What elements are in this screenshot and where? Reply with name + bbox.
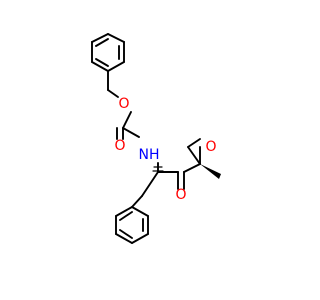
epoxide-bond — [187, 138, 201, 148]
ring-bond — [107, 33, 125, 43]
molecule-diagram: O O NH O O — [91, 33, 221, 244]
carbonyl-c-to-n-bond — [122, 127, 140, 138]
ch2-to-ring-bond — [131, 195, 143, 208]
atom-labels: O O NH O O — [114, 96, 216, 203]
o-to-carbonyl-c-bond — [122, 111, 132, 129]
ketone-oxygen-label: O — [175, 187, 186, 203]
ch2-to-o-bond — [107, 89, 119, 98]
methyl-wedge-bond — [200, 164, 221, 179]
ring-bond — [131, 233, 149, 244]
ring-bond — [91, 33, 109, 43]
epoxide-ring — [187, 138, 201, 165]
ring-bond — [91, 61, 109, 72]
ring-bond — [115, 233, 133, 244]
carbamate-ether-oxygen-label: O — [118, 96, 129, 112]
ring-bond — [131, 206, 149, 217]
ring-bond — [115, 206, 133, 217]
amide-nitrogen-label: NH — [139, 147, 160, 163]
ring-inner-double-bond — [119, 229, 133, 239]
ring-inner-double-bond — [95, 38, 109, 47]
ring-inner-double-bond — [119, 211, 133, 221]
bottom-benzene-ring — [115, 206, 149, 244]
epoxide-oxygen-label: O — [205, 139, 216, 155]
ketone-to-epoxide-bond — [183, 163, 201, 173]
epoxide-bond — [187, 146, 201, 165]
structure-canvas: O O NH O O — [91, 33, 221, 244]
ring-bond — [107, 61, 125, 72]
alpha-stereo-hash — [152, 166, 164, 172]
top-benzene-ring — [91, 33, 125, 72]
carbamate-carbonyl-oxygen-label: O — [114, 138, 125, 154]
alpha-to-ch2-bond — [141, 171, 159, 197]
ring-inner-double-bond — [95, 58, 109, 67]
